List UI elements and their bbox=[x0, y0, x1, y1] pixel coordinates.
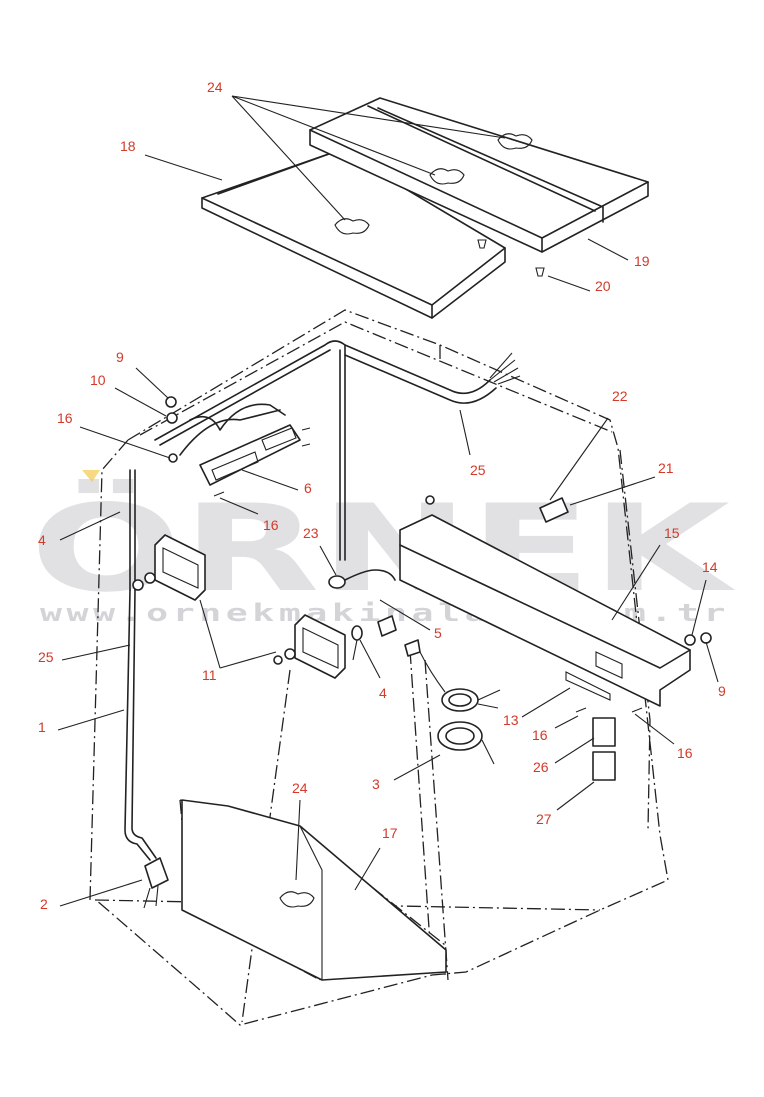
callout-17: 17 bbox=[382, 825, 398, 841]
coil-3 bbox=[437, 688, 501, 765]
leader-lines bbox=[57, 95, 719, 907]
callout-9-top: 9 bbox=[116, 349, 124, 365]
connector-23 bbox=[328, 569, 396, 589]
callout-16-mid: 16 bbox=[263, 517, 279, 533]
callout-4-mid: 4 bbox=[379, 685, 387, 701]
callout-16-lower-left: 16 bbox=[532, 727, 548, 743]
callout-23: 23 bbox=[303, 525, 319, 541]
callouts: 24 18 19 20 9 10 16 6 16 25 22 21 15 14 … bbox=[38, 79, 726, 912]
roof-panel-19 bbox=[309, 97, 649, 253]
cutout-24-roof-c bbox=[497, 133, 533, 150]
connector-5 bbox=[377, 615, 446, 693]
callout-9-right: 9 bbox=[718, 683, 726, 699]
callout-15: 15 bbox=[664, 525, 680, 541]
callout-25-top: 25 bbox=[470, 462, 486, 478]
panel-17 bbox=[181, 799, 447, 981]
callout-6: 6 bbox=[304, 480, 312, 496]
cab-body bbox=[89, 309, 669, 1026]
callout-24-roof: 24 bbox=[207, 79, 223, 95]
label-26 bbox=[592, 717, 616, 747]
callout-20: 20 bbox=[595, 278, 611, 294]
callout-22: 22 bbox=[612, 388, 628, 404]
connector-4 bbox=[351, 625, 363, 661]
callout-26: 26 bbox=[533, 759, 549, 775]
callout-5: 5 bbox=[434, 625, 442, 641]
lamp-11-right bbox=[294, 614, 346, 679]
callout-18: 18 bbox=[120, 138, 136, 154]
panel-17-edge bbox=[299, 825, 323, 980]
callout-24-lower: 24 bbox=[292, 780, 308, 796]
harness-25-upper bbox=[129, 340, 521, 591]
callout-27: 27 bbox=[536, 811, 552, 827]
label-27 bbox=[592, 751, 616, 781]
callout-21: 21 bbox=[658, 460, 674, 476]
callout-11: 11 bbox=[202, 667, 217, 683]
cutout-24-roof-b bbox=[429, 168, 465, 185]
callout-1: 1 bbox=[38, 719, 46, 735]
callout-19: 19 bbox=[634, 253, 650, 269]
watermark: ÖRNEK www.ornekmakinalari.com.tr bbox=[30, 470, 736, 627]
callout-14: 14 bbox=[702, 559, 718, 575]
callout-16-top: 16 bbox=[57, 410, 73, 426]
callout-16-lower-right: 16 bbox=[677, 745, 693, 761]
bracket-21 bbox=[539, 497, 569, 523]
cutout-24-roof-a bbox=[334, 218, 370, 235]
callout-25-left: 25 bbox=[38, 649, 54, 665]
callout-2: 2 bbox=[40, 896, 48, 912]
watermark-brand: ÖRNEK bbox=[30, 479, 736, 619]
harness-1-left bbox=[124, 589, 157, 861]
connector-2 bbox=[143, 857, 169, 909]
fastener-20 bbox=[477, 239, 545, 277]
watermark-accent-icon bbox=[82, 470, 100, 482]
harness-beam-15 bbox=[399, 514, 691, 707]
callout-13: 13 bbox=[503, 712, 519, 728]
callout-4-left: 4 bbox=[38, 532, 46, 548]
callout-10: 10 bbox=[90, 372, 106, 388]
cutout-24-lower bbox=[279, 891, 315, 908]
callout-3: 3 bbox=[372, 776, 380, 792]
dashboard-6 bbox=[179, 403, 301, 486]
fasteners bbox=[132, 396, 712, 713]
